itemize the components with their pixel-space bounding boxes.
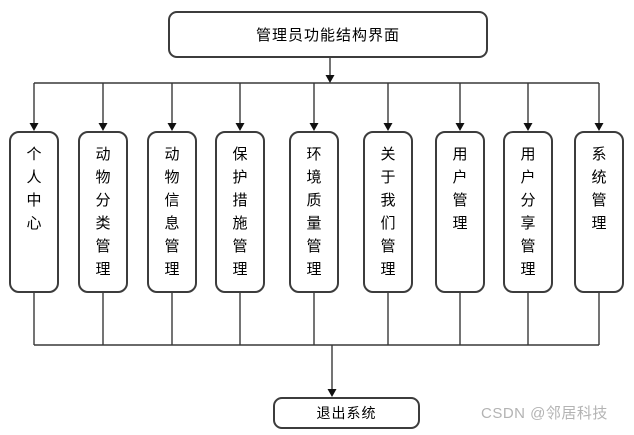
root-node-label: 管理员功能结构界面	[255, 27, 400, 44]
node-label: 个人中心	[26, 146, 42, 232]
node-exit-system: 退出系统	[273, 397, 420, 429]
csdn-watermark: CSDN @邻居科技	[481, 405, 608, 422]
node-animal-info-mgmt: 动物信息管理	[147, 131, 197, 293]
node-protection-measures-mgmt: 保护措施管理	[215, 131, 265, 293]
node-label: 动物分类管理	[95, 146, 111, 278]
exit-node-label: 退出系统	[316, 405, 377, 421]
node-personal-center: 个人中心	[9, 131, 59, 293]
node-user-share-mgmt: 用户分享管理	[503, 131, 553, 293]
node-label: 环境质量管理	[306, 146, 322, 278]
node-animal-category-mgmt: 动物分类管理	[78, 131, 128, 293]
root-node-admin-structure: 管理员功能结构界面	[168, 11, 488, 58]
node-label: 用户分享管理	[520, 146, 536, 278]
node-about-us-mgmt: 关于我们管理	[363, 131, 413, 293]
node-label: 保护措施管理	[232, 146, 248, 278]
arrowhead-icons	[29, 75, 604, 397]
node-user-mgmt: 用户管理	[435, 131, 485, 293]
node-label: 用户管理	[452, 146, 468, 232]
node-system-mgmt: 系统管理	[574, 131, 624, 293]
node-label: 关于我们管理	[380, 146, 396, 278]
node-label: 系统管理	[591, 146, 607, 232]
node-environment-quality-mgmt: 环境质量管理	[289, 131, 339, 293]
node-label: 动物信息管理	[164, 146, 180, 278]
